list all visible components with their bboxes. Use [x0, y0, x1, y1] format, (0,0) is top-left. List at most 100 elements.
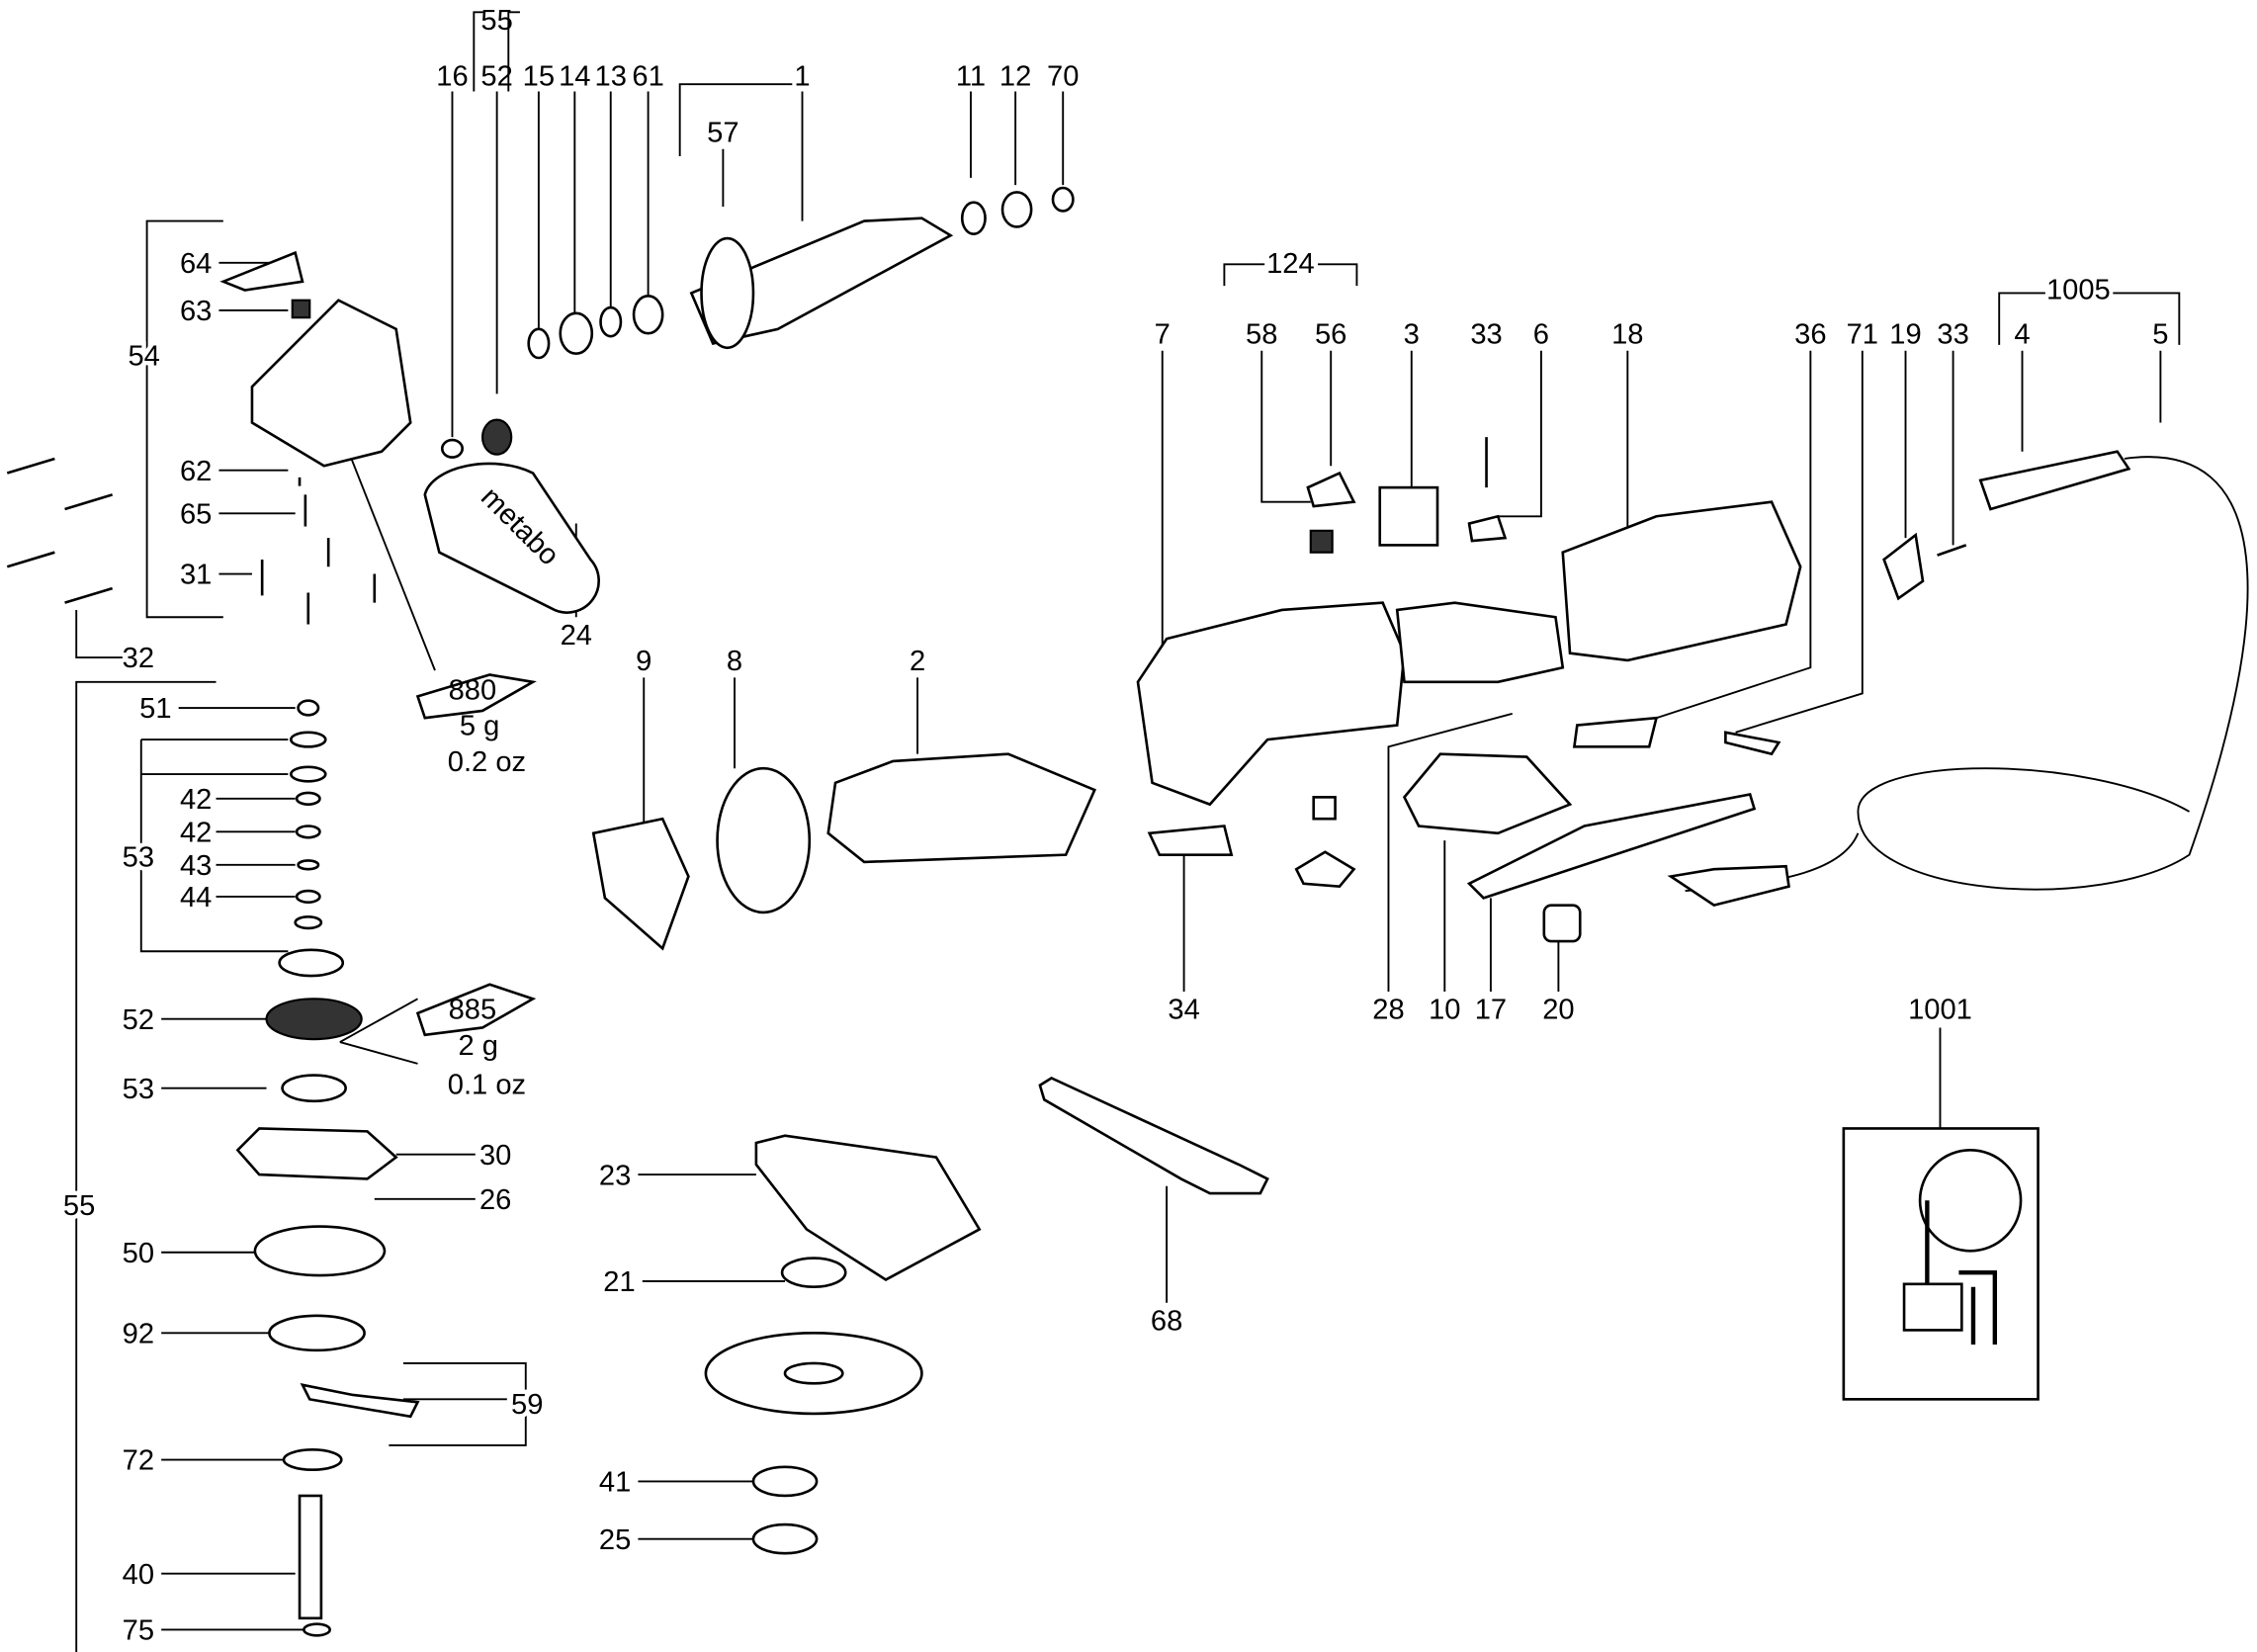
label-55: 55	[480, 5, 512, 37]
grease-tube-880	[415, 673, 537, 720]
label-1: 1	[794, 61, 810, 93]
label-30: 30	[479, 1140, 511, 1172]
label-53: 53	[123, 1074, 154, 1105]
label-31: 31	[180, 560, 212, 591]
label-71: 71	[1847, 318, 1878, 350]
plug	[1667, 864, 1790, 908]
label-33: 33	[1470, 318, 1502, 350]
label-72: 72	[123, 1445, 154, 1477]
parts: metabo	[6, 186, 2249, 1637]
label-55: 55	[63, 1190, 95, 1222]
label-23: 23	[599, 1160, 631, 1191]
armature-1	[689, 217, 954, 345]
label-56: 56	[1315, 318, 1346, 350]
bearing-14	[559, 311, 594, 355]
label-124: 124	[1266, 248, 1315, 280]
cap-70	[1051, 186, 1075, 213]
flange-21	[780, 1257, 847, 1289]
label-4: 4	[2014, 318, 2030, 350]
bearing-11	[960, 201, 987, 236]
grease-grams-885: 2 g	[458, 1030, 498, 1062]
grease-code-885: 885	[449, 995, 497, 1026]
grease-ounces-880: 0.2 oz	[448, 746, 526, 778]
label-61: 61	[632, 61, 663, 93]
label-44: 44	[180, 882, 212, 913]
grease-code-880: 880	[449, 674, 497, 706]
label-68: 68	[1151, 1305, 1182, 1337]
label-19: 19	[1889, 318, 1921, 350]
switch-3	[1378, 485, 1439, 547]
pinion-52	[480, 418, 513, 456]
quick-nut-25	[751, 1522, 819, 1555]
air-guide-8	[716, 766, 812, 914]
washer-15	[527, 327, 551, 360]
label-64: 64	[180, 248, 212, 280]
label-25: 25	[599, 1524, 631, 1556]
label-14: 14	[559, 61, 590, 93]
fan-57	[700, 236, 755, 350]
label-51: 51	[139, 693, 171, 725]
label-33: 33	[1937, 318, 1968, 350]
clamp-6	[1467, 514, 1508, 543]
label-42: 42	[180, 818, 212, 849]
label-65: 65	[180, 499, 212, 531]
wheel-guard-23	[754, 1134, 982, 1281]
label-63: 63	[180, 296, 212, 327]
label-5: 5	[2152, 318, 2168, 350]
grease-grams-880: 5 g	[460, 711, 499, 742]
label-16: 16	[436, 61, 468, 93]
brush-holder-56	[1306, 471, 1356, 508]
flange-9	[591, 817, 690, 951]
label-13: 13	[595, 61, 627, 93]
carbon-brush-58	[1309, 529, 1334, 554]
label-70: 70	[1047, 61, 1079, 93]
label-42: 42	[180, 784, 212, 816]
label-3: 3	[1404, 318, 1420, 350]
electronics-10	[1402, 752, 1573, 835]
label-50: 50	[123, 1238, 154, 1269]
screws-32	[6, 457, 114, 604]
wiring-inset-1001	[1842, 1127, 2040, 1401]
label-21: 21	[603, 1266, 635, 1298]
label-26: 26	[479, 1184, 511, 1216]
label-15: 15	[523, 61, 555, 93]
label-54: 54	[128, 340, 159, 372]
cable-clamp-19	[1882, 532, 1925, 601]
label-11: 11	[956, 61, 986, 93]
label-24: 24	[561, 620, 592, 652]
label-12: 12	[999, 61, 1031, 93]
washer-13	[599, 305, 623, 338]
label-36	[1572, 716, 1659, 748]
label-1001: 1001	[1908, 995, 1972, 1026]
screw-33b	[1937, 544, 1967, 557]
part-71	[1724, 731, 1781, 756]
label-92: 92	[123, 1319, 154, 1350]
label-18: 18	[1611, 318, 1643, 350]
label-8: 8	[727, 646, 742, 677]
label-52: 52	[123, 1004, 154, 1036]
grease-tube-885	[415, 983, 537, 1037]
flange-nut-41	[751, 1465, 819, 1498]
label-52: 52	[480, 61, 512, 93]
gear-head-housing	[250, 299, 412, 468]
label-58: 58	[1246, 318, 1277, 350]
label-43: 43	[180, 850, 212, 882]
label-62: 62	[180, 456, 212, 487]
cable-sleeve-4	[1978, 450, 2131, 511]
label-34: 34	[1168, 995, 1199, 1026]
gear-stack	[235, 699, 420, 1637]
housing-cover-18	[1561, 500, 1802, 662]
pin-spanner-68	[1038, 1076, 1269, 1195]
grease-ounces-885: 0.1 oz	[448, 1069, 526, 1100]
label-6: 6	[1533, 318, 1549, 350]
label-75: 75	[123, 1615, 154, 1647]
part-labels: 55 16 52 15 14 13 61 1 57 11 12 70 64 63…	[59, 5, 2169, 1647]
label-36: 36	[1794, 318, 1826, 350]
label-10: 10	[1429, 995, 1460, 1026]
label-57: 57	[707, 117, 738, 148]
label-17: 17	[1475, 995, 1507, 1026]
label-53: 53	[123, 841, 154, 873]
label-34	[1147, 825, 1234, 856]
label-1005: 1005	[2046, 274, 2111, 305]
